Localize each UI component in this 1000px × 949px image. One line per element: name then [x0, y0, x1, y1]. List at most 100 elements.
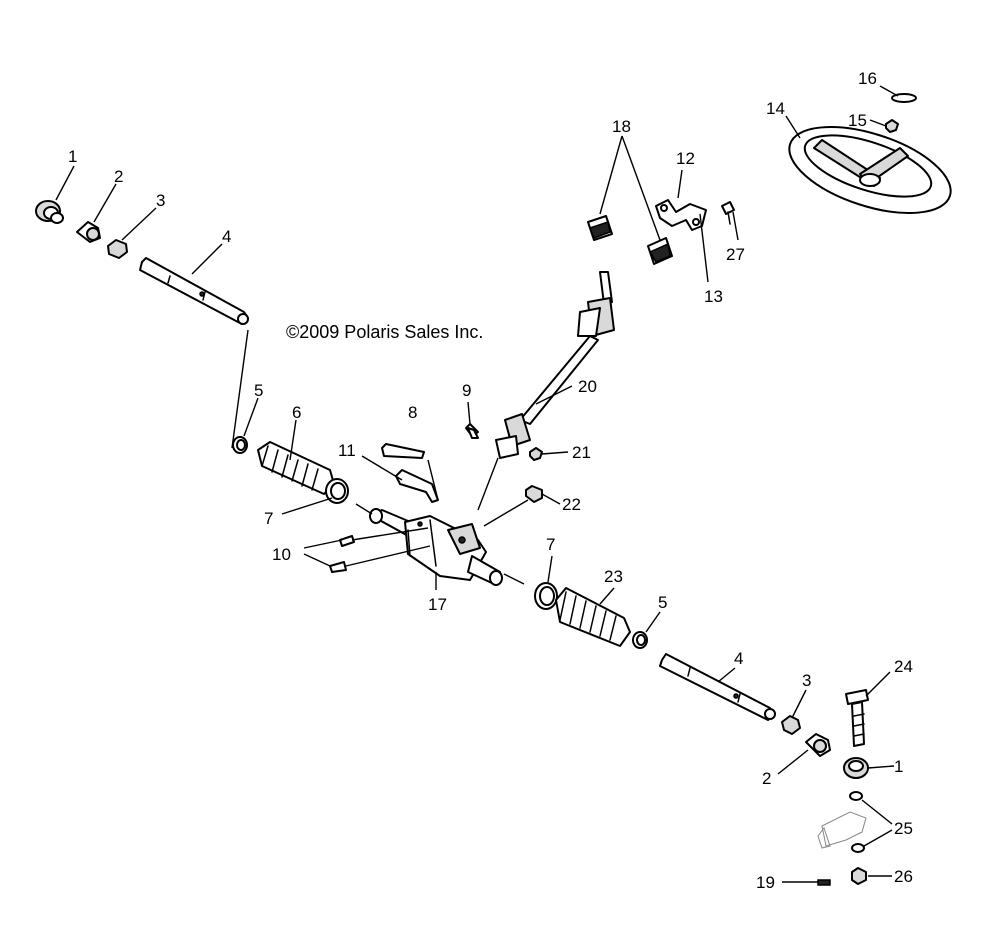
part-23-right-bellows-boot[interactable] [555, 587, 631, 647]
part-19-cotter-pin[interactable] [782, 879, 831, 886]
part-21-nut[interactable] [529, 447, 543, 461]
callout-17: 17 [428, 595, 447, 614]
part-4-right-inner-tie-rod[interactable] [659, 653, 776, 721]
callout-13: 13 [704, 287, 723, 306]
callout-12: 12 [676, 149, 695, 168]
part-9-bolt[interactable] [465, 423, 479, 439]
leader-6 [289, 419, 297, 461]
part-18-bushing-lower[interactable] [647, 237, 673, 265]
leader-1b [867, 765, 895, 769]
leader-2b [777, 749, 809, 775]
callout-25: 25 [894, 819, 913, 838]
callout-27: 27 [726, 245, 745, 264]
part-20-steering-shaft[interactable] [495, 271, 615, 459]
callout-23: 23 [604, 567, 623, 586]
leader-3b [791, 689, 807, 719]
callout-20: 20 [578, 377, 597, 396]
leader-4a [191, 243, 223, 275]
leader-9 [467, 401, 471, 425]
leader-13 [699, 213, 709, 283]
part-27-screw[interactable] [721, 201, 735, 225]
part-26-nut[interactable] [851, 867, 867, 885]
part-24-bolt[interactable] [845, 689, 869, 747]
part-3-left-hex-nut[interactable] [107, 239, 128, 259]
leader-7a [281, 497, 333, 515]
callout-19: 19 [756, 873, 775, 892]
part-11-bracket[interactable] [395, 469, 439, 503]
part-3-right-hex-nut[interactable] [781, 715, 801, 735]
leader-24 [865, 671, 891, 697]
leader-25a [861, 799, 893, 825]
callout-4b: 4 [734, 649, 743, 668]
callout-3a: 3 [156, 191, 165, 210]
callout-1a: 1 [68, 147, 77, 166]
leader-bolt-upper [351, 527, 429, 541]
leader-4-to-5 [231, 329, 249, 449]
part-25-washer-upper[interactable] [849, 791, 863, 801]
spindle-ghost-outline [817, 811, 867, 849]
leader-bolt-lower [345, 545, 431, 567]
leader-20 [535, 385, 573, 405]
leader-23 [599, 587, 615, 605]
callout-14: 14 [766, 99, 785, 118]
part-5-right-boot-clamp[interactable] [632, 631, 648, 649]
callout-7b: 7 [546, 535, 555, 554]
callout-26: 26 [894, 867, 913, 886]
leader-18b [621, 135, 661, 241]
callout-21: 21 [572, 443, 591, 462]
leader-4b [717, 667, 736, 683]
part-25-washer-lower[interactable] [851, 843, 865, 853]
part-6-left-bellows-boot[interactable] [257, 441, 335, 495]
callout-6: 6 [292, 403, 301, 422]
part-15-nut[interactable] [885, 119, 899, 133]
callout-18: 18 [612, 117, 631, 136]
leader-7-to-rack [355, 503, 373, 515]
part-10-mounting-bolts[interactable] [329, 535, 355, 573]
callout-15: 15 [848, 111, 867, 130]
callout-2a: 2 [114, 167, 123, 186]
leader-5a [243, 397, 259, 437]
leader-10a [303, 539, 343, 549]
callout-9: 9 [462, 381, 471, 400]
leader-15 [869, 119, 887, 127]
part-12-bracket[interactable] [655, 199, 707, 231]
part-4-left-inner-tie-rod[interactable] [139, 257, 249, 325]
leader-22 [483, 499, 529, 527]
part-2-right-tie-rod-end[interactable] [805, 733, 831, 757]
part-7-left-boot-clamp[interactable] [325, 478, 349, 504]
part-2-left-tie-rod-end[interactable] [76, 221, 101, 243]
leader-rack-to-7 [503, 573, 525, 585]
part-14-steering-wheel[interactable] [779, 110, 961, 230]
callout-4a: 4 [222, 227, 231, 246]
leader-21 [541, 451, 569, 455]
leader-5b [645, 611, 661, 633]
part-7-right-boot-clamp[interactable] [534, 582, 558, 610]
callout-11: 11 [338, 441, 356, 460]
leader-11 [361, 455, 403, 481]
copyright-text: ©2009 Polaris Sales Inc. [286, 322, 483, 342]
callout-1b: 1 [894, 757, 903, 776]
callout-24: 24 [894, 657, 913, 676]
leader-12 [677, 169, 683, 199]
leader-1a [55, 165, 75, 201]
callout-3b: 3 [802, 671, 811, 690]
leader-2a [93, 183, 117, 223]
leader-16 [879, 85, 899, 97]
part-18-bushing-upper[interactable] [587, 215, 613, 241]
part-1-left-jam-nut[interactable] [35, 200, 64, 224]
part-5-left-boot-clamp[interactable] [232, 436, 248, 454]
part-22-nut[interactable] [525, 485, 543, 503]
part-17-steering-rack[interactable] [369, 508, 503, 586]
leader-3a [121, 207, 157, 241]
leader-14 [785, 115, 801, 139]
callout-5b: 5 [658, 593, 667, 612]
leader-10b [303, 553, 331, 567]
part-8-pinch-bolt[interactable] [381, 443, 425, 459]
leader-22b [541, 493, 561, 505]
callout-7a: 7 [264, 509, 273, 528]
callout-16: 16 [858, 69, 877, 88]
callout-2b: 2 [762, 769, 771, 788]
part-1-right-jam-nut[interactable] [843, 757, 869, 779]
